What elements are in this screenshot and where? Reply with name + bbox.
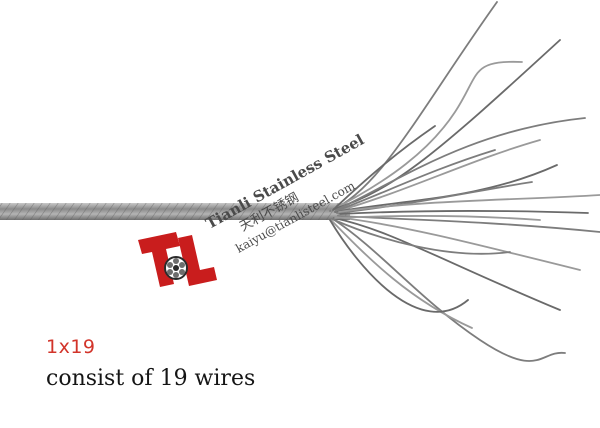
wire-strand [330,219,473,329]
wire-strand [329,219,469,313]
wire-strand [332,218,566,362]
product-caption: consist of 19 wires [46,366,256,391]
wire-strand [332,125,436,211]
wire-strand [335,216,581,271]
wire-strand [331,218,511,255]
tianli-logo-icon: TL [138,232,217,287]
wire-strand [331,60,523,211]
wire-strand [335,117,586,211]
wire-strands [329,1,600,362]
wire-strand [335,149,496,212]
wire-strand [334,215,541,221]
wire-strand [339,209,589,215]
cable-twist [0,203,350,220]
wire-strand [337,139,541,212]
wire-strand [336,181,533,214]
wire-strand [333,217,561,311]
product-spec: 1x19 [46,336,96,358]
wire-strand [338,194,600,213]
